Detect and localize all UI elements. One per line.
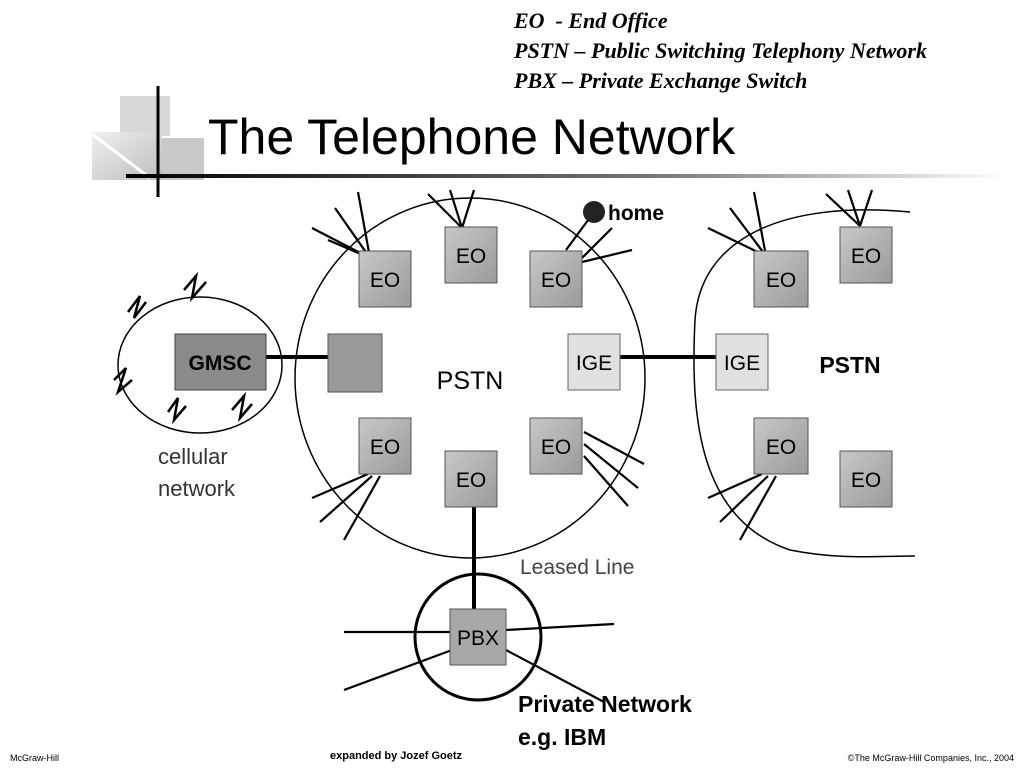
abbreviation-legend: EO - End Office PSTN – Public Switching … <box>514 6 927 96</box>
pbx-node: PBX <box>449 608 507 666</box>
eo-node: EO <box>839 450 893 508</box>
svg-text:PBX: PBX <box>457 627 499 650</box>
svg-text:IGE: IGE <box>576 352 612 375</box>
title-decoration <box>91 86 1006 197</box>
radio-link-icons <box>113 271 253 425</box>
trunk-lines <box>266 355 716 609</box>
pstn-right-label: PSTN <box>819 352 880 378</box>
radio-wave-icon <box>127 295 147 319</box>
svg-text:EO: EO <box>541 436 571 459</box>
svg-text:IGE: IGE <box>724 352 760 375</box>
cellular-label-line2: network <box>158 476 236 501</box>
cellular-label-line1: cellular <box>158 444 228 469</box>
eo-node: EO <box>358 417 412 475</box>
svg-text:EO: EO <box>370 436 400 459</box>
svg-text:EO: EO <box>851 469 881 492</box>
eo-node: EO <box>529 417 583 475</box>
svg-text:EO: EO <box>766 436 796 459</box>
legend-pbx: PBX – Private Exchange Switch <box>514 68 808 93</box>
svg-text:EO: EO <box>851 245 881 268</box>
private-network-circle <box>413 572 543 702</box>
svg-text:EO: EO <box>766 269 796 292</box>
home-phone-icon <box>583 201 605 223</box>
cellular-cloud <box>117 296 283 434</box>
eo-node: EO <box>753 417 809 475</box>
ige-node: IGE <box>567 333 621 391</box>
private-network-label-line1: Private Network <box>518 691 692 717</box>
radio-wave-icon <box>231 391 253 423</box>
pstn-right-cloud <box>693 209 916 558</box>
radio-wave-icon <box>113 367 133 396</box>
legend-pstn: PSTN – Public Switching Telephony Networ… <box>514 38 927 63</box>
home-label: home <box>608 202 664 225</box>
svg-text:EO: EO <box>541 269 571 292</box>
eo-node: EO <box>753 250 809 308</box>
private-network-label-line2: e.g. IBM <box>518 724 606 750</box>
radio-wave-icon <box>166 397 187 425</box>
footer-credit: expanded by Jozef Goetz <box>330 750 463 762</box>
footer-copyright: ©The McGraw-Hill Companies, Inc., 2004 <box>847 753 1014 763</box>
pstn-left-label: PSTN <box>437 367 504 395</box>
legend-eo: EO - End Office <box>514 8 668 33</box>
gmsc-node: GMSC <box>174 333 267 391</box>
svg-text:EO: EO <box>370 269 400 292</box>
radio-wave-icon <box>183 271 207 303</box>
gateway-switch-node <box>327 333 383 393</box>
svg-text:EO: EO <box>456 245 486 268</box>
leased-line-label: Leased Line <box>520 556 634 579</box>
svg-text:GMSC: GMSC <box>189 352 252 375</box>
page-title: The Telephone Network <box>208 109 736 165</box>
eo-node: EO <box>444 450 498 508</box>
eo-node: EO <box>358 250 412 308</box>
footer-publisher: McGraw-Hill <box>10 753 59 763</box>
pstn-left-cloud <box>294 197 646 559</box>
eo-node: EO <box>529 250 583 308</box>
svg-text:EO: EO <box>456 469 486 492</box>
ige-node: IGE <box>715 333 769 391</box>
eo-node: EO <box>444 226 498 284</box>
eo-node: EO <box>839 226 893 284</box>
